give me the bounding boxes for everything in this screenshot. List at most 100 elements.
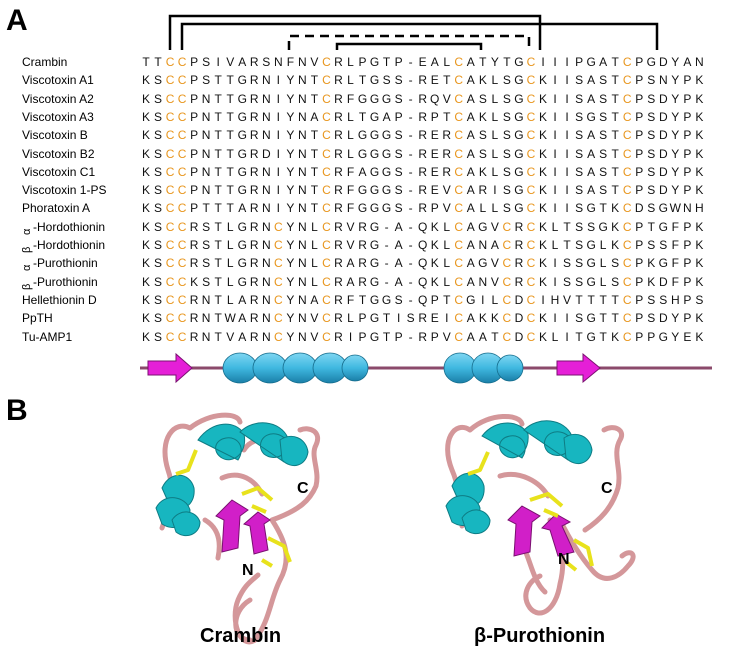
residue: G [369,274,380,289]
sequence-name-text: -Purothionin [33,274,98,289]
cysteine-residue: C [526,109,536,124]
residue: I [553,164,557,179]
residue: N [201,128,211,143]
residue: T [611,109,619,124]
residue: G [586,238,596,252]
residue: S [262,55,271,69]
residue: A [238,311,247,326]
residue: N [298,128,307,143]
cysteine-residue: C [454,274,464,289]
residue: A [466,164,475,179]
residue: L [347,128,354,143]
residue: S [154,292,163,307]
residue: Q [418,292,428,307]
cysteine-residue: C [177,164,187,179]
cysteine-residue: C [526,201,536,216]
residue: S [154,311,163,326]
residue: P [430,329,439,344]
residue: L [311,219,318,234]
residue: K [695,329,704,344]
residue: P [683,274,692,289]
residue: L [479,201,487,216]
residue: R [358,219,367,234]
residue: N [298,292,307,307]
residue: G [514,164,524,179]
residue: P [190,128,199,143]
residue: T [214,201,222,216]
residue: I [553,55,557,69]
cysteine-residue: C [622,311,632,326]
cysteine-residue: C [622,219,632,234]
residue: L [551,219,559,234]
residue: R [418,128,428,143]
residue: A [466,128,475,143]
residue: A [478,329,487,344]
sequence-name-text: Viscotoxin A3 [22,109,94,124]
residue: K [695,311,704,326]
residue: Q [418,238,428,252]
residue: S [394,91,403,106]
residue: S [575,219,584,234]
residue: S [394,164,403,179]
residue: G [646,55,656,69]
residue: G [514,183,524,198]
residue: G [369,256,380,271]
residue: V [310,55,319,69]
residue: K [141,109,150,124]
residue: R [249,311,259,326]
residue: T [563,219,571,234]
sequence-name-text: Viscotoxin B [22,128,88,143]
residue: L [551,329,559,344]
cysteine-residue: C [454,109,464,124]
residue: R [334,109,343,124]
residue: K [647,274,656,289]
residue: S [202,219,211,234]
residue: S [587,219,596,234]
residue: S [154,238,163,252]
cysteine-residue: C [526,183,536,198]
cysteine-residue: C [165,256,175,271]
residue: T [142,55,150,69]
residue: T [382,311,391,326]
residue: N [298,91,307,106]
cysteine-residue: C [273,329,283,344]
residue: A [358,164,367,179]
residue: T [226,91,234,106]
residue: K [538,201,547,216]
cysteine-residue: C [622,55,632,69]
residue: T [611,146,619,161]
residue: N [201,164,211,179]
residue: K [141,274,150,289]
cysteine-residue: C [526,91,536,106]
disulfide-bracket-outer-right [180,22,659,50]
residue: F [346,91,355,106]
residue: R [189,219,199,234]
residue: F [346,201,355,216]
cysteine-residue: C [322,201,331,216]
residue: I [565,164,569,179]
residue: T [154,55,162,69]
residue: G [237,128,247,143]
residue: T [226,146,234,161]
residue: A [466,311,475,326]
sequence-name: Viscotoxin B2 [22,145,95,163]
sequence-name: Hellethionin D [22,291,97,309]
residue: R [334,219,343,234]
sequence-name-text: -Hordothionin [33,238,106,252]
residue: T [310,146,319,161]
residue: T [611,91,619,106]
residue: P [635,183,644,198]
cysteine-residue: C [526,329,536,344]
residue: Y [286,311,295,326]
residue: T [214,164,222,179]
cysteine-residue: C [322,91,331,106]
residue: N [201,91,211,106]
cysteine-residue: C [165,146,175,161]
residue: H [695,201,704,216]
strand-arrow-1 [147,352,193,384]
residue: R [418,109,428,124]
cysteine-residue: C [526,238,536,252]
